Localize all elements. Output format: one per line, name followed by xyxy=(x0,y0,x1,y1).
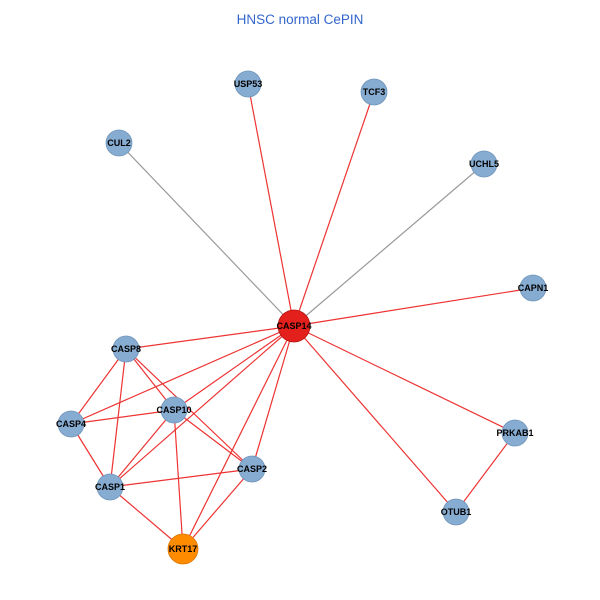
node-krt17 xyxy=(167,533,199,565)
edge-CAPN1-CASP14 xyxy=(293,287,534,327)
node-prkab1 xyxy=(501,419,529,447)
node-casp14 xyxy=(277,309,311,343)
edge-USP53-CASP14 xyxy=(247,83,295,327)
node-casp8 xyxy=(112,335,140,363)
edge-CASP8-CASP14 xyxy=(125,325,295,350)
edge-CUL2-CASP14 xyxy=(118,142,295,327)
edge-CASP10-CASP1 xyxy=(109,409,175,488)
node-usp53 xyxy=(234,70,262,98)
edge-CASP10-KRT17 xyxy=(173,409,184,550)
node-otub1 xyxy=(442,498,470,526)
edge-CASP2-KRT17 xyxy=(182,468,253,550)
node-uchl5 xyxy=(470,150,498,178)
node-casp4 xyxy=(57,410,85,438)
edge-UCHL5-CASP14 xyxy=(293,163,485,327)
edge-OTUB1-CASP14 xyxy=(293,325,457,513)
node-capn1 xyxy=(519,274,547,302)
node-casp2 xyxy=(238,455,266,483)
edge-CASP10-CASP14 xyxy=(173,325,295,411)
edge-CASP1-KRT17 xyxy=(109,486,184,550)
node-casp1 xyxy=(96,473,124,501)
edge-TCF3-CASP14 xyxy=(293,91,375,327)
chart-title: HNSC normal CePIN xyxy=(237,12,364,27)
nodes-layer xyxy=(57,70,547,565)
edge-KRT17-CASP14 xyxy=(182,325,295,550)
edge-CASP1-CASP2 xyxy=(109,468,253,488)
node-tcf3 xyxy=(360,78,388,106)
edge-CASP2-CASP14 xyxy=(251,325,295,470)
node-cul2 xyxy=(105,129,133,157)
edge-CASP8-CASP4 xyxy=(70,348,127,425)
edge-PRKAB1-CASP14 xyxy=(293,325,516,434)
edge-CASP8-CASP2 xyxy=(125,348,253,470)
edge-CASP1-CASP14 xyxy=(109,325,295,488)
node-casp10 xyxy=(160,396,188,424)
edge-PRKAB1-OTUB1 xyxy=(455,432,516,513)
edge-CASP4-CASP14 xyxy=(70,325,295,425)
edge-CASP10-CASP2 xyxy=(173,409,253,470)
edge-CASP10-CASP4 xyxy=(70,409,175,425)
